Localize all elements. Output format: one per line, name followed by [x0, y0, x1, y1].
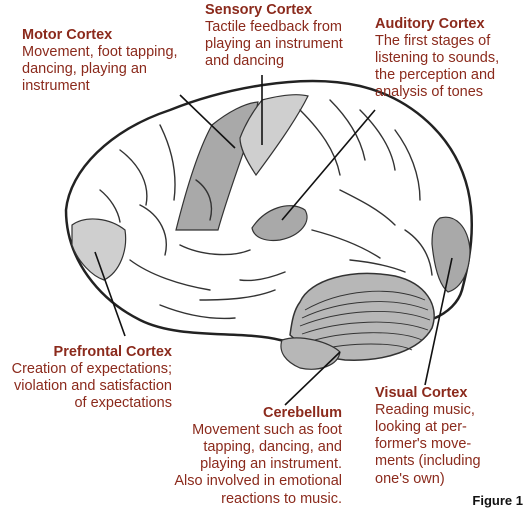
- motor-cortex-title: Motor Cortex: [22, 27, 178, 44]
- cerebellum-desc: Movement such as foot tapping, dancing, …: [150, 422, 342, 508]
- motor-cortex-desc: Movement, foot tapping, dancing, playing…: [22, 44, 178, 95]
- visual-cortex-title: Visual Cortex: [375, 385, 481, 402]
- sensory-cortex-title: Sensory Cortex: [205, 2, 343, 19]
- cerebellum-label: Cerebellum Movement such as foot tapping…: [150, 405, 342, 508]
- sensory-cortex-label: Sensory Cortex Tactile feedback from pla…: [205, 2, 343, 70]
- auditory-cortex-label: Auditory Cortex The first stages of list…: [375, 16, 499, 102]
- figure-label: Figure 1: [472, 493, 523, 508]
- prefrontal-cortex-desc: Creation of expectations; violation and …: [4, 361, 172, 412]
- motor-cortex-label: Motor Cortex Movement, foot tapping, dan…: [22, 27, 178, 95]
- prefrontal-cortex-label: Prefrontal Cortex Creation of expectatio…: [4, 344, 172, 412]
- prefrontal-cortex-title: Prefrontal Cortex: [4, 344, 172, 361]
- auditory-cortex-desc: The first stages of listening to sounds,…: [375, 33, 499, 101]
- visual-cortex-desc: Reading music, looking at per- former's …: [375, 402, 481, 488]
- sensory-cortex-desc: Tactile feedback from playing an instrum…: [205, 19, 343, 70]
- visual-cortex-label: Visual Cortex Reading music, looking at …: [375, 385, 481, 488]
- cerebellum-title: Cerebellum: [150, 405, 342, 422]
- auditory-cortex-title: Auditory Cortex: [375, 16, 499, 33]
